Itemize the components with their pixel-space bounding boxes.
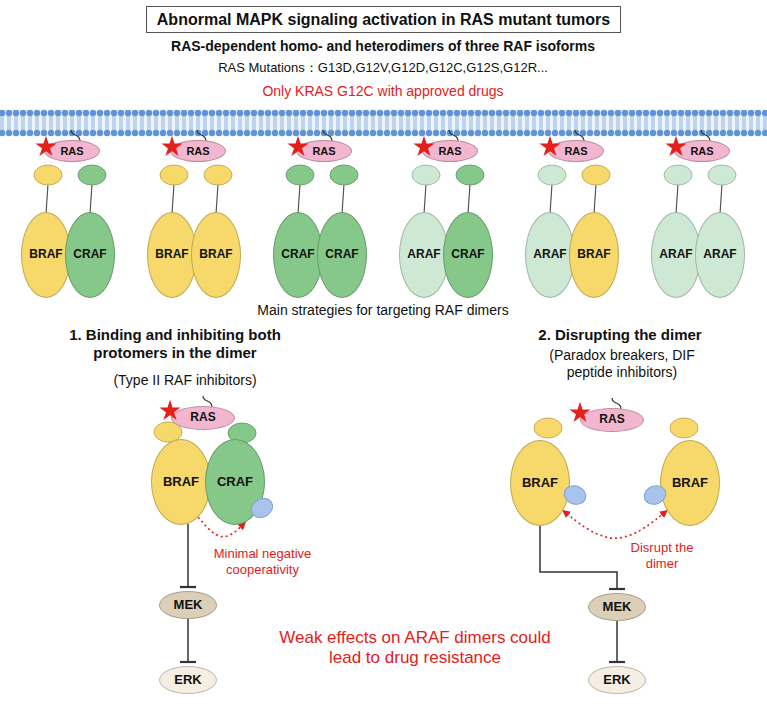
ras-oval: RAS: [171, 406, 235, 430]
raf-n-terminal: [538, 165, 610, 214]
subtitle: RAS-dependent homo- and heterodimers of …: [83, 38, 683, 55]
node-text: MEK: [174, 598, 203, 612]
annotation: Minimal negative cooperativity: [205, 546, 320, 577]
strategy-heading: 2. Disrupting the dimer: [520, 326, 720, 344]
raf-inhibitor: [562, 483, 589, 507]
raf-n-terminal: [34, 165, 106, 214]
raf-kinase-oval: CRAF: [317, 212, 367, 298]
node-text: BRAF: [199, 248, 232, 261]
conclusion: Weak effects on ARAF dimers could lead t…: [265, 628, 565, 669]
node-text: BRAF: [155, 248, 188, 261]
ras-oval: RAS: [296, 140, 352, 162]
raf-kinase-oval: BRAF: [660, 440, 720, 526]
inhibition-line: [187, 619, 189, 662]
cell-membrane: [0, 110, 767, 136]
node-text: CRAF: [325, 248, 358, 261]
raf-kinase-oval: CRAF: [205, 439, 265, 525]
node-text: RAS: [312, 145, 335, 157]
raf-kinase-oval: CRAF: [65, 212, 115, 298]
raf-n-terminal: [412, 165, 484, 214]
node-text: BRAF: [672, 476, 708, 490]
raf-n-terminal: [286, 165, 358, 214]
mek-oval: MEK: [588, 593, 646, 621]
node-text: RAS: [599, 413, 624, 426]
ras-oval: RAS: [422, 140, 478, 162]
raf-n-terminal: [160, 165, 232, 214]
dotted-arrow: [563, 511, 667, 539]
strategy-heading: 1. Binding and inhibiting both protomers…: [35, 326, 315, 362]
raf-kinase-oval: BRAF: [191, 212, 241, 298]
note: Only KRAS G12C with approved drugs: [83, 83, 683, 100]
node-text: CRAF: [451, 248, 484, 261]
mutation-list: RAS Mutations：G13D,G12V,G12D,G12C,G12S,G…: [83, 60, 683, 76]
node-text: ARAF: [703, 248, 736, 261]
inhibition-line: [616, 621, 618, 662]
node-text: BRAF: [163, 475, 199, 489]
erk-oval: ERK: [588, 666, 646, 694]
inhibition-line: [187, 524, 189, 587]
raf-kinase-oval: BRAF: [510, 440, 570, 526]
raf-kinase-oval: ARAF: [695, 212, 745, 298]
strategy-note: (Paradox breakers, DIF peptide inhibitor…: [537, 347, 707, 381]
node-text: CRAF: [281, 248, 314, 261]
raf-kinase-oval: ARAF: [525, 212, 575, 298]
ras-oval: RAS: [674, 140, 730, 162]
inhibition-line: [540, 526, 617, 589]
raf-kinase-oval: BRAF: [147, 212, 197, 298]
section-heading: Main strategies for targeting RAF dimers: [83, 302, 683, 319]
node-text: CRAF: [217, 475, 253, 489]
raf-inhibitor: [248, 483, 668, 522]
title-wrap: Abnormal MAPK signaling activation in RA…: [40, 6, 727, 33]
title: Abnormal MAPK signaling activation in RA…: [146, 6, 621, 33]
raf-kinase-oval: ARAF: [399, 212, 449, 298]
node-text: RAS: [564, 145, 587, 157]
node-text: RAS: [438, 145, 461, 157]
ras-oval: RAS: [548, 140, 604, 162]
mutation-star: [159, 400, 180, 420]
mutation-star: [161, 136, 182, 156]
mek-oval: MEK: [159, 591, 217, 619]
node-text: RAS: [690, 145, 713, 157]
node-text: ERK: [174, 673, 201, 687]
node-text: MEK: [603, 600, 632, 614]
mutation-star: [287, 136, 308, 156]
node-text: RAS: [190, 411, 215, 424]
ras-oval: RAS: [44, 140, 100, 162]
raf-kinase-oval: BRAF: [151, 439, 211, 525]
raf-n-terminal: [664, 165, 736, 214]
node-text: BRAF: [29, 248, 62, 261]
node-text: ARAF: [533, 248, 566, 261]
node-text: RAS: [186, 145, 209, 157]
node-text: ARAF: [659, 248, 692, 261]
raf-kinase-oval: BRAF: [569, 212, 619, 298]
mutation-star: [539, 136, 560, 156]
mutation-star: [569, 402, 590, 422]
raf-inhibitor: [642, 483, 669, 507]
node-text: CRAF: [73, 248, 106, 261]
ras-oval: RAS: [170, 140, 226, 162]
node-text: RAS: [60, 145, 83, 157]
ras-oval: RAS: [580, 408, 644, 432]
raf-kinase-oval: CRAF: [273, 212, 323, 298]
raf-kinase-oval: BRAF: [21, 212, 71, 298]
erk-oval: ERK: [159, 666, 217, 694]
node-text: ERK: [603, 673, 630, 687]
mutation-star: [35, 136, 56, 156]
raf-kinase-oval: CRAF: [443, 212, 493, 298]
node-text: BRAF: [522, 476, 558, 490]
annotation: Disrupt the dimer: [626, 540, 698, 571]
raf-kinase-oval: ARAF: [651, 212, 701, 298]
node-text: ARAF: [407, 248, 440, 261]
mutation-star: [413, 136, 434, 156]
strategy-note: (Type II RAF inhibitors): [95, 372, 275, 389]
raf-inhibitor: [248, 495, 276, 522]
node-text: BRAF: [577, 248, 610, 261]
mutation-star: [665, 136, 686, 156]
